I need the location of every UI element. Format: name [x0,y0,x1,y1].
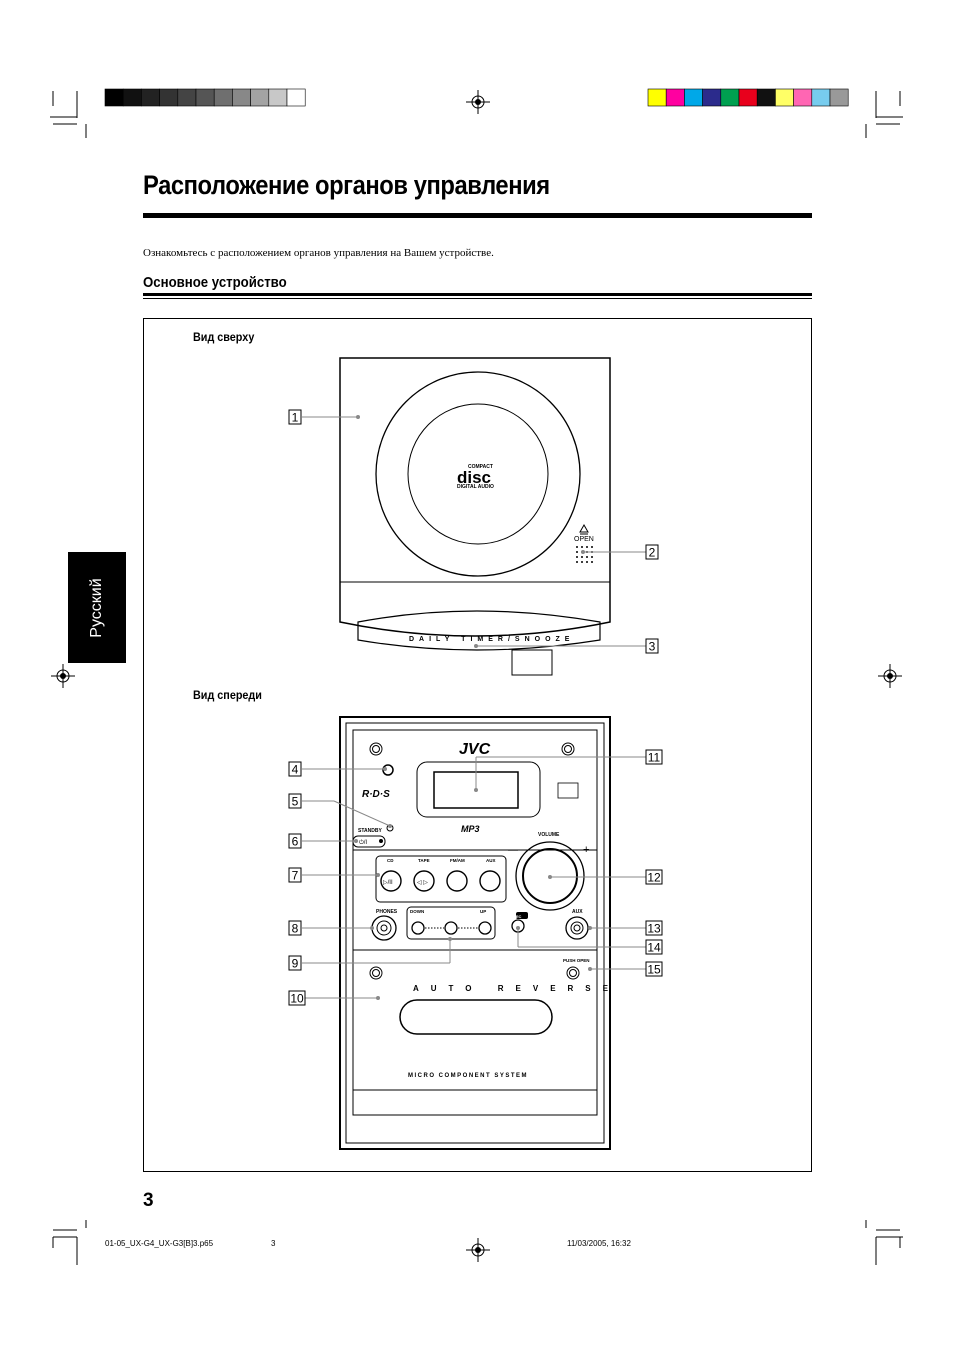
footer-filename: 01-05_UX-G4_UX-G3[B]3.p65 [105,1239,214,1248]
eject-icon [579,523,589,535]
gray-swatch [286,88,306,107]
callout-box [645,749,663,765]
registration-mark-icon [466,1238,490,1262]
cd-play-pause-label: ▷/II [383,880,393,886]
open-label: OPEN [574,536,594,543]
power-label: ⏻/I [359,839,367,846]
callout-number: 13 [647,922,661,936]
top-view-label: Вид сверху [193,330,255,344]
standby-label: STANDBY [358,828,382,834]
volume-plus: + [583,844,589,856]
brand-logo: JVC [459,741,491,758]
page-number: 3 [143,1190,154,1211]
mp3-logo: MP3 [461,824,480,834]
rear-connector [511,649,553,676]
printer-marks-bottom [52,1220,903,1265]
callout-number: 15 [647,963,661,977]
cd-logo-compact: COMPACT [468,464,493,470]
top-view-body [339,357,611,637]
callout-number: 4 [292,763,299,777]
callout-box [645,920,663,936]
callout-box [645,961,663,977]
callout-number: 5 [292,795,299,809]
callout-box [288,833,302,849]
callout-number: 10 [290,992,304,1006]
callout-number: 3 [649,640,656,654]
timer-strip [357,610,601,651]
page-title: Расположение органов управления [143,170,550,200]
color-swatch [829,88,849,107]
callout-box [645,939,663,955]
callout-number: 11 [648,751,661,765]
push-open-label: PUSH OPEN [563,958,590,963]
registration-mark-icon [878,664,902,688]
registration-mark-icon [51,664,75,688]
callout-box [288,955,302,971]
callout-number: 1 [292,411,299,425]
intro-text: Ознакомьтесь с расположением органов упр… [143,247,494,259]
cd-logo-disc: disc [457,468,491,487]
rds-logo: R·D·S [362,789,390,800]
footer-date: 11/03/2005, 16:32 [567,1239,631,1248]
source-label-tape: TAPE [418,858,430,863]
source-label-aux: AUX [486,858,496,863]
callout-number: 12 [647,871,661,885]
down-label: DOWN [410,909,424,914]
standby-indicator [382,764,394,776]
registration-mark-icon [466,90,490,114]
phones-label: PHONES [376,909,398,915]
callout-number: 14 [647,941,661,955]
aux-input-label: AUX [572,909,583,915]
callout-number: 7 [292,869,299,883]
callout-box [288,990,306,1006]
cd-logo-digital: DIGITAL AUDIO [457,484,494,490]
subtitle-rule-thick [143,293,812,296]
callout-box [288,761,302,777]
auto-reverse-label: AUTO REVERSE [413,984,620,993]
volume-knob [522,848,578,904]
callout-box [645,544,659,560]
subtitle-rule-thin [143,298,812,299]
system-name-label: MICRO COMPONENT SYSTEM [408,1073,528,1079]
callout-number: 9 [292,957,299,971]
disc-lid [375,371,581,577]
tape-play-label: ◁ ▷ [417,880,428,886]
up-label: UP [480,909,486,914]
source-button-group [375,855,507,903]
callout-box [288,793,302,809]
cd-logo-small [557,782,579,799]
display-bezel [416,761,541,818]
section-subtitle: Основное устройство [143,274,287,291]
volume-minus: — [508,845,518,856]
disc-window [407,403,549,545]
bottom-strip [352,1089,598,1116]
callout-box [288,920,302,936]
language-tab: Русский [68,552,126,663]
top-view-illustration: COMPACT disc DIGITAL AUDIO OPEN DAILY TI… [339,357,611,676]
front-view-label: Вид спереди [193,688,262,702]
figure-frame [143,318,812,1172]
callout-number: 6 [292,835,299,849]
printer-marks-top [50,88,903,138]
callout-box [288,867,302,883]
open-button-grille [576,546,593,563]
rec-label: REC [513,914,522,919]
front-view-illustration: JVC R·D·S MP3 STANDBY ⏻/I VOLUME — + CD … [339,716,620,1150]
callout-box [645,638,659,654]
source-label-cd: CD [387,858,394,863]
cassette-door [399,999,553,1035]
title-rule [143,213,812,218]
front-inner-frame [345,722,605,1144]
callout-box [288,409,302,425]
volume-label: VOLUME [538,832,560,838]
callout-box [645,869,663,885]
daily-timer-label: DAILY TIMER/SNOOZE [409,636,574,643]
callout-number: 8 [292,922,299,936]
front-body [339,716,611,1150]
footer-page: 3 [271,1239,276,1248]
source-label-fmam: FM/AM [450,858,465,863]
callout-number: 2 [649,546,656,560]
volume-ring [515,841,585,911]
